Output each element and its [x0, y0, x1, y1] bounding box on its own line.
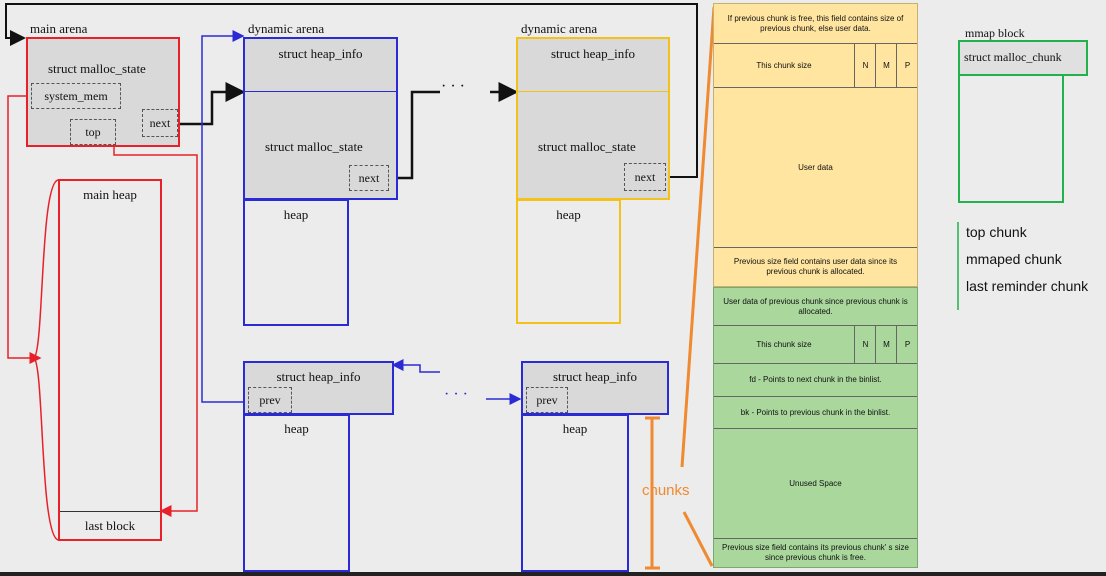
dyn1-next-arrow: [393, 90, 440, 180]
dyn2-heap-info: struct heap_info: [550, 46, 636, 61]
alloc-prev-size: If previous chunk is free, this field co…: [714, 4, 917, 44]
dyn1-box: struct heap_info struct malloc_state nex…: [243, 37, 398, 200]
allocated-chunk: If previous chunk is free, this field co…: [713, 3, 918, 287]
dots-lower: · · ·: [444, 386, 468, 403]
chunks-line-top: [680, 6, 716, 468]
main-heap-box: main heap last block: [58, 179, 162, 541]
dyn2-state-label: struct malloc_state: [538, 139, 636, 154]
chunks-label: chunks: [642, 482, 690, 499]
lower-right-heap-box: heap: [521, 414, 629, 572]
system-mem-field: system_mem: [31, 83, 121, 109]
dyn1-heap-info: struct heap_info: [278, 46, 363, 61]
lower-right-heap-info-box: struct heap_info prev: [521, 361, 669, 415]
lower-left-heap-info: struct heap_info: [276, 369, 361, 384]
dyn2-next-field: next: [624, 163, 666, 191]
mmap-chunk-header: struct malloc_chunk: [958, 40, 1088, 76]
lower-right-heap-label: heap: [562, 421, 588, 436]
alloc-size-row: This chunk size N M P: [714, 44, 917, 88]
dyn1-state-label: struct malloc_state: [265, 139, 363, 154]
dyn2-title: dynamic arena: [521, 21, 598, 36]
legend-top-chunk: top chunk: [966, 224, 1027, 240]
dots-upper: · · ·: [441, 78, 465, 95]
free-bk: bk - Points to previous chunk in the bin…: [714, 397, 917, 429]
top-field: top: [70, 119, 116, 145]
heap-brace: [32, 179, 59, 541]
dyn2-heap-label: heap: [556, 207, 581, 222]
dyn1-divider: [245, 91, 396, 92]
free-flag-n: N: [854, 326, 876, 363]
main-state-label: struct malloc_state: [48, 61, 146, 76]
free-flag-p: P: [896, 326, 918, 363]
free-size-row: This chunk size N M P: [714, 326, 917, 364]
chunks-bar: [645, 416, 660, 570]
lower-left-prev-field: prev: [248, 387, 292, 413]
alloc-flag-m: M: [875, 44, 897, 87]
mmap-chunk-label: struct malloc_chunk: [964, 50, 1062, 64]
free-unused: Unused Space: [714, 429, 917, 539]
lower-right-heap-info: struct heap_info: [552, 369, 638, 384]
dyn1-title: dynamic arena: [248, 21, 325, 36]
chunks-line-bottom: [682, 511, 714, 567]
last-block: last block: [60, 511, 160, 539]
dyn2-box: struct heap_info struct malloc_state nex…: [516, 37, 670, 200]
alloc-size-label: This chunk size: [756, 60, 812, 70]
lower-prev-arrow: [391, 359, 440, 373]
lower-left-heap-label: heap: [284, 421, 309, 436]
main-heap-title: main heap: [83, 187, 137, 202]
free-prev-size: User data of previous chunk since previo…: [714, 288, 917, 326]
main-next-field: next: [142, 109, 178, 137]
main-arena-box: struct malloc_state system_mem top next: [26, 37, 180, 147]
alloc-flag-p: P: [896, 44, 918, 87]
main-next-arrow: [178, 82, 246, 126]
alloc-flag-n: N: [854, 44, 876, 87]
legend-last-reminder-chunk: last reminder chunk: [966, 278, 1089, 294]
lower-left-heap-box: heap: [243, 414, 350, 572]
dyn2-divider: [518, 91, 668, 92]
free-size-label: This chunk size: [756, 339, 812, 349]
alloc-user-data: User data: [714, 88, 917, 248]
free-chunk: User data of previous chunk since previo…: [713, 287, 918, 568]
dyn1-heap-box: heap: [243, 199, 349, 326]
loop-back-arrow: [5, 3, 698, 178]
bottom-edge: [0, 572, 1106, 576]
main-arena-title: main arena: [30, 21, 88, 36]
free-fd: fd - Points to next chunk in the binlist…: [714, 364, 917, 397]
lower-left-heap-info-box: struct heap_info prev: [243, 361, 394, 415]
system-mem-arrow: [7, 95, 42, 364]
dyn2-heap-box: heap: [516, 199, 621, 324]
alloc-next-prev-size: Previous size field contains user data s…: [733, 257, 898, 276]
prev-blue-arrow: [201, 30, 245, 403]
top-arrow: [113, 146, 198, 517]
dyn1-heap-label: heap: [283, 207, 309, 222]
mmap-chunk-body: [958, 74, 1064, 203]
free-next-prev-size: Previous size field contains its previou…: [722, 543, 909, 562]
dyn1-next-field: next: [349, 165, 389, 191]
legend-mmaped-chunk: mmaped chunk: [966, 251, 1062, 267]
free-flag-m: M: [875, 326, 897, 363]
lower-right-prev-field: prev: [526, 387, 568, 413]
mmap-title: mmap block: [965, 26, 1025, 40]
